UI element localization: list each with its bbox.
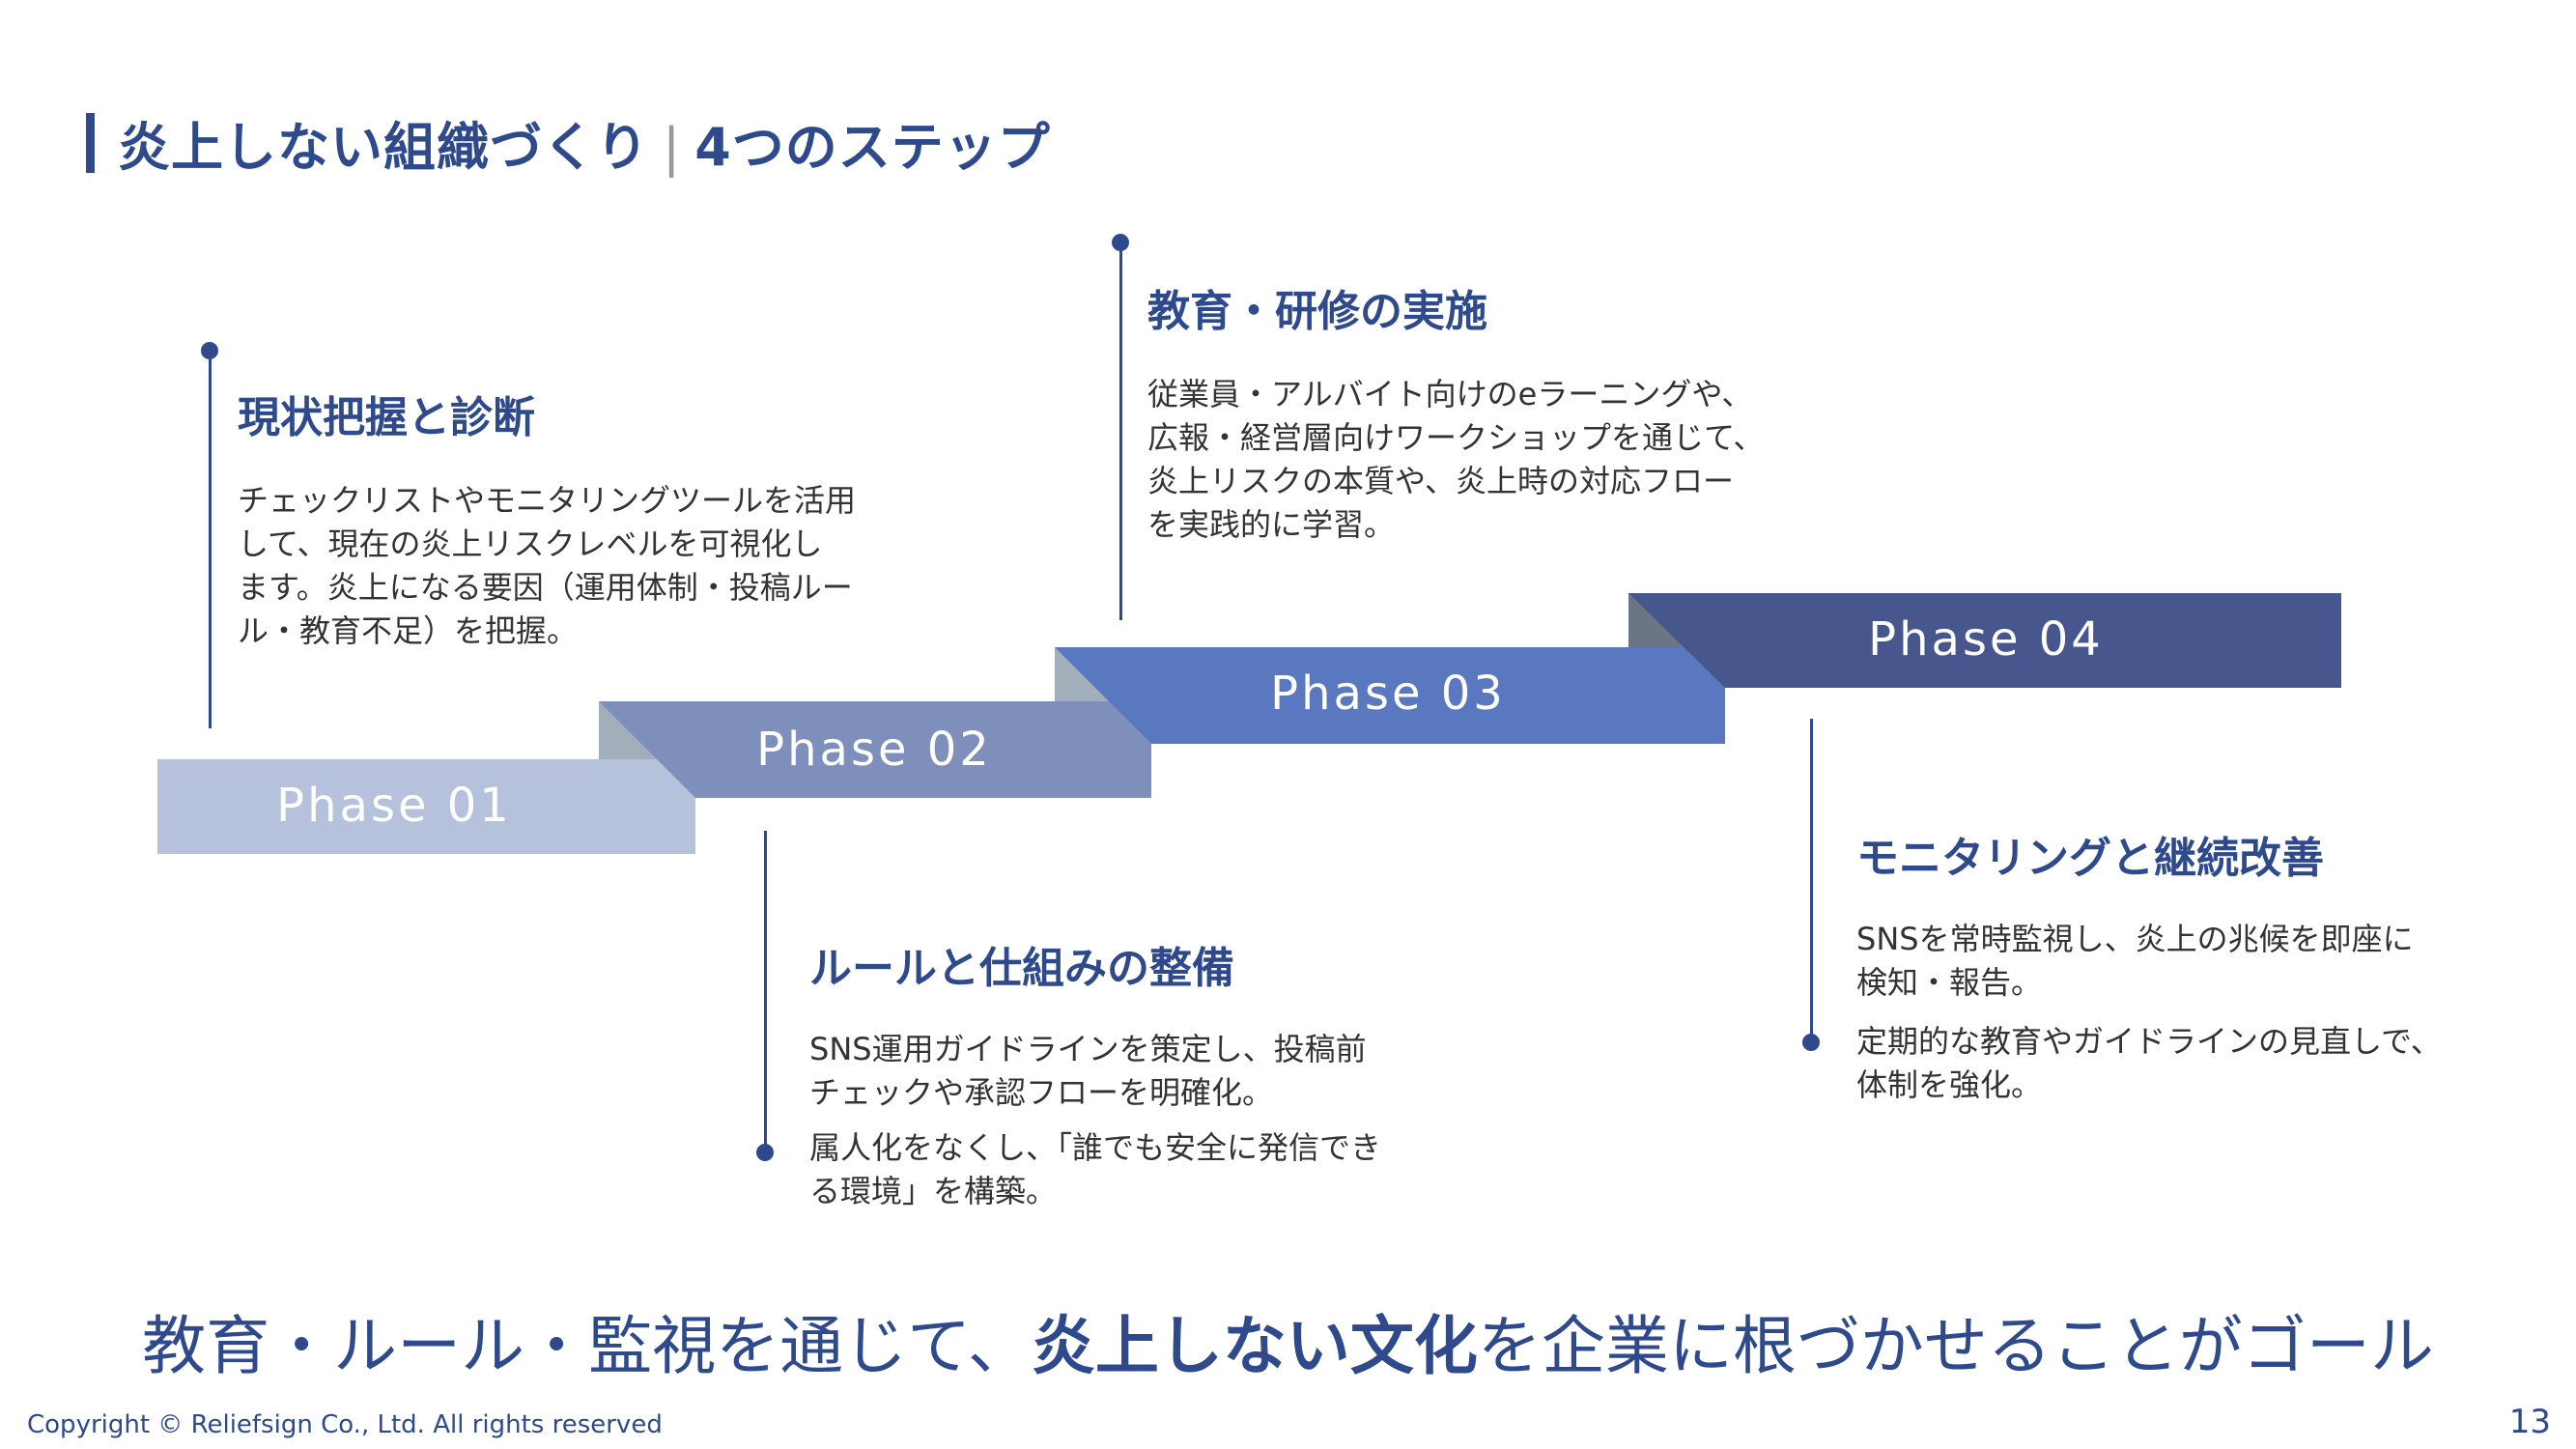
phase-03-label: Phase 03 xyxy=(1270,667,1506,721)
phase-04-body-2: 定期的な教育やガイドラインの見直しで、 体制を強化。 xyxy=(1856,1023,2442,1103)
phase-02-dot xyxy=(756,1144,774,1161)
phase-03-line xyxy=(1119,242,1122,620)
phase-02-block xyxy=(599,701,1151,798)
phase-02-body-2: 属人化をなくし、「誰でも安全に発信でき る環境」を構築。 xyxy=(809,1129,1382,1209)
phase-02-line xyxy=(764,831,767,1150)
phase-01-label: Phase 01 xyxy=(276,779,512,833)
phase-02-heading: ルールと仕組みの整備 xyxy=(809,944,1234,993)
phase-02-body-1: SNS運用ガイドラインを策定し、投稿前 チェックや承認フローを明確化。 xyxy=(809,1031,1367,1111)
title-main: 炎上しない組織づくり xyxy=(118,117,649,178)
phase-02-label: Phase 02 xyxy=(756,723,992,777)
copyright: Copyright © Reliefsign Co., Ltd. All rig… xyxy=(27,1410,663,1439)
phase-04-heading: モニタリングと継続改善 xyxy=(1856,834,2324,883)
phase-04-body-1: SNSを常時監視し、炎上の兆候を即座に 検知・報告。 xyxy=(1856,921,2414,1001)
phase-04-dot xyxy=(1802,1034,1820,1051)
page-number: 13 xyxy=(2508,1403,2551,1441)
goal-tagline: 教育・ルール・監視を通じて、炎上しない文化を企業に根づかせることがゴール xyxy=(0,1294,2576,1387)
tagline-pre: 教育・ルール・監視を通じて、 xyxy=(142,1309,1032,1383)
phase-03-heading: 教育・研修の実施 xyxy=(1147,287,1487,336)
phase-04-block xyxy=(1628,593,2341,688)
tagline-emphasis: 炎上しない文化 xyxy=(1031,1309,1478,1383)
phase-01-line xyxy=(209,350,212,728)
title-separator: | xyxy=(663,117,682,178)
title-accent-bar xyxy=(86,113,95,173)
phase-03-block xyxy=(1055,647,1725,744)
phase-01-block xyxy=(157,759,695,854)
phase-04-line xyxy=(1810,719,1813,1047)
phase-04-label: Phase 04 xyxy=(1868,612,2104,667)
tagline-post: を企業に根づかせることがゴール xyxy=(1477,1309,2434,1383)
page-title: 炎上しない組織づくり|4つのステップ xyxy=(118,104,1051,181)
phase-03-body: 従業員・アルバイト向けのeラーニングや、 広報・経営層向けワークショップを通じて… xyxy=(1147,376,1765,543)
phase-01-heading: 現状把握と診断 xyxy=(238,393,535,442)
title-sub: 4つのステップ xyxy=(694,117,1051,178)
phase-01-body: チェックリストやモニタリングツールを活用 して、現在の炎上リスクレベルを可視化し… xyxy=(238,482,857,649)
